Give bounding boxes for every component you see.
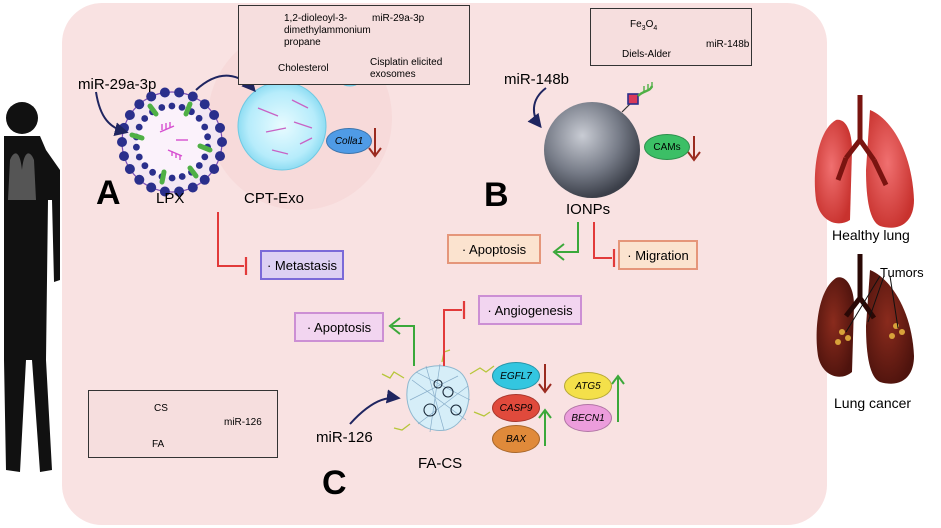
lipid-head: [119, 151, 129, 162]
lipid-head-inner: [201, 123, 209, 131]
atg5-marker: ATG5: [564, 372, 612, 400]
metastasis-inhibit-line: [217, 212, 244, 267]
lipid-head-inner: [204, 133, 212, 141]
legend-mir148-label: miR-148b: [706, 39, 750, 50]
mir148-label: miR-148b: [504, 71, 570, 88]
legend-exo-line1: Cisplatin elicited: [370, 57, 443, 68]
lipid-head: [174, 186, 185, 197]
legend-fa-label: FA: [152, 439, 165, 450]
legend-lipid-line2: dimethylammonium: [284, 25, 371, 36]
becn1-marker: BECN1: [564, 404, 612, 432]
casp9-marker: CASP9: [492, 394, 540, 422]
legend-lipid-line1: 1,2-dioleoyl-3-: [284, 13, 348, 24]
cams-down-arrow: [687, 136, 701, 162]
lipid-head: [187, 91, 198, 102]
lipid-head-inner: [133, 143, 140, 151]
legend-b: [590, 8, 752, 66]
lipid-head: [215, 151, 225, 162]
mir29-label: miR-29a-3p: [78, 76, 157, 93]
lipid-head-inner: [168, 174, 176, 182]
legend-mir29-label: miR-29a-3p: [372, 13, 425, 24]
lipid-head: [159, 186, 170, 197]
migration-box: · Migration: [618, 240, 698, 270]
lipid-head-inner: [141, 115, 149, 122]
tumors-label: Tumors: [880, 265, 924, 280]
lpx-label: LPX: [156, 190, 185, 207]
legend-exo-line2: exosomes: [370, 69, 416, 80]
section-letter-c: C: [322, 464, 347, 502]
legend-c: [88, 390, 278, 458]
lipid-head: [187, 182, 198, 193]
healthy-lung-label: Healthy lung: [832, 227, 910, 243]
lipid-head: [146, 182, 157, 193]
legend-mir126-label: miR-126: [224, 417, 262, 428]
lipid-head: [199, 174, 210, 185]
ionps-label: IONPs: [566, 201, 611, 218]
casp9-bax-up-arrow: [538, 408, 552, 446]
lipid-head-inner: [195, 114, 203, 122]
lung-cancer-label: Lung cancer: [834, 395, 912, 411]
egfl7-down-arrow: [538, 364, 552, 394]
metastasis-box: · Metastasis: [260, 250, 344, 280]
lipid-head: [134, 174, 145, 185]
lipid-head-inner: [158, 104, 166, 111]
lipid-head: [124, 110, 135, 120]
lipid-head-inner: [168, 102, 176, 110]
lipid-head: [159, 87, 170, 98]
healthy-lung-icon: [814, 95, 914, 228]
section-letter-b: B: [484, 176, 509, 214]
colla1-marker: Colla1: [326, 128, 372, 154]
lipid-head-inner: [149, 168, 157, 176]
lipid-head: [124, 164, 135, 174]
lipid-head-inner: [141, 162, 149, 170]
lipid-head: [217, 137, 227, 147]
lipid-head-inner: [195, 162, 203, 169]
lipid-head: [134, 99, 145, 110]
lipid-head: [174, 87, 185, 98]
apoptosis-box-c: · Apoptosis: [294, 312, 384, 342]
lipid-head-inner: [178, 173, 186, 180]
lpx-liposome-icon: [117, 87, 227, 197]
cams-marker: CAMs: [644, 134, 690, 160]
lipid-head-inner: [135, 153, 143, 161]
lipid-head: [146, 91, 157, 102]
cancer-lung-icon: [816, 254, 914, 384]
legend-lipid-line3: propane: [284, 37, 321, 48]
legend-cs-label: CS: [154, 403, 168, 414]
lipid-head-inner: [201, 153, 209, 161]
cpt-exosome-icon: [237, 81, 327, 171]
lipid-head: [209, 164, 220, 174]
legend-cholesterol-label: Cholesterol: [278, 63, 329, 74]
apoptosis-box-b: · Apoptosis: [447, 234, 541, 264]
human-silhouette-icon: [4, 102, 60, 472]
legend-diels-alder-label: Diels-Alder: [622, 49, 671, 60]
lipid-head-inner: [135, 123, 143, 131]
lipid-head: [117, 137, 127, 147]
colla1-down-arrow: [368, 128, 382, 158]
bax-marker: BAX: [492, 425, 540, 453]
cpt-exo-label: CPT-Exo: [244, 190, 305, 207]
lipid-head: [199, 99, 210, 110]
lipid-head: [209, 110, 220, 120]
ionp-nanoparticle-icon: [544, 82, 654, 198]
legend-a: [238, 5, 470, 85]
fa-cs-nanoparticle-icon: [381, 349, 495, 433]
fa-cs-label: FA-CS: [418, 455, 463, 472]
legend-fe3o4-label: Fe3O4: [630, 19, 658, 33]
mir126-label: miR-126: [316, 429, 373, 446]
lipid-head: [215, 122, 225, 133]
angiogenesis-box: · Angiogenesis: [478, 295, 582, 325]
egfl7-marker: EGFL7: [492, 362, 540, 390]
lipid-head-inner: [178, 104, 186, 111]
atg5-becn1-up-arrow: [611, 374, 625, 422]
section-letter-a: A: [96, 174, 121, 212]
